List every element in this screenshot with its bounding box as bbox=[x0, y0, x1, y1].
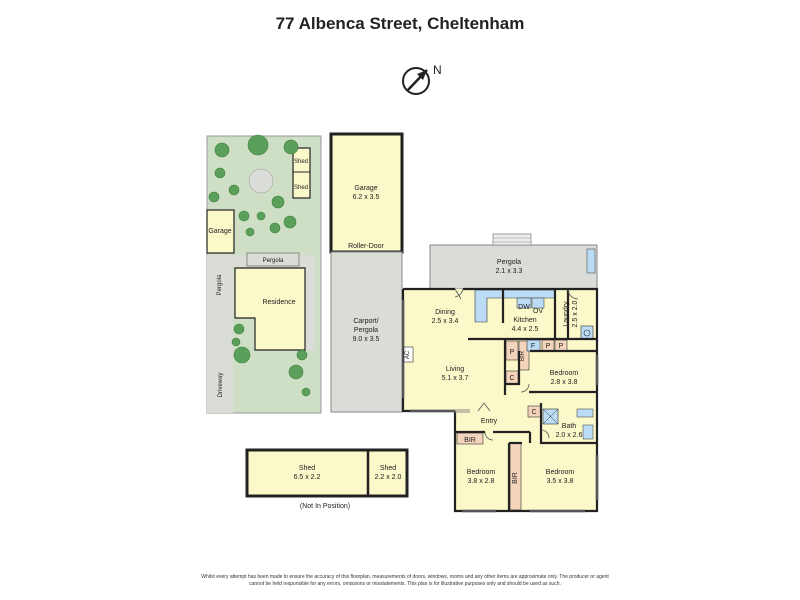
site-pergola bbox=[246, 252, 300, 267]
bir-sw-label: BIR bbox=[464, 437, 476, 444]
bedroom-east-label: Bedroom bbox=[550, 370, 579, 377]
ac-label: AC bbox=[405, 350, 411, 359]
carport bbox=[330, 251, 403, 413]
carport-label-2: Pergola bbox=[354, 327, 378, 334]
site-garage bbox=[206, 209, 235, 254]
laundry-size: 2.5 x 2.0 bbox=[572, 300, 579, 327]
site-plan: Garage Shed Shed Pergola Pergola Residen… bbox=[206, 134, 322, 414]
cupboard-2-label: C bbox=[531, 409, 536, 416]
site-shed-bottom-label: Shed bbox=[294, 185, 308, 191]
shed-large-size: 6.5 x 2.2 bbox=[294, 474, 321, 481]
carport-label-1: Carport/ bbox=[353, 318, 378, 325]
bedroom-se-label: Bedroom bbox=[546, 469, 575, 476]
ov-label: OV bbox=[533, 308, 543, 315]
kitchen-size: 4.4 x 2.5 bbox=[512, 326, 539, 333]
dishwasher bbox=[516, 297, 532, 309]
pergola bbox=[429, 244, 598, 290]
site-shed-top-label: Shed bbox=[294, 159, 308, 165]
dining-label: Dining bbox=[435, 309, 455, 316]
roller-door-label: Roller-Door bbox=[348, 243, 384, 250]
site-sheds bbox=[292, 147, 311, 199]
site-pergola-side-label: Pergola bbox=[217, 274, 223, 295]
not-in-position-label: (Not In Position) bbox=[300, 503, 350, 510]
shed-large-label: Shed bbox=[299, 465, 315, 472]
ac-unit bbox=[403, 346, 414, 363]
laundry-label: Laundry bbox=[563, 301, 570, 327]
pergola-steps bbox=[492, 233, 532, 246]
garage-label: Garage bbox=[354, 185, 377, 192]
site-driveway-label: Driveway bbox=[218, 373, 224, 398]
washing-machine bbox=[580, 325, 594, 340]
compass-icon: N bbox=[402, 63, 442, 95]
site-residence-label: Residence bbox=[262, 299, 295, 306]
site-garage-label: Garage bbox=[208, 228, 231, 235]
garage bbox=[329, 132, 404, 254]
bedroom-se-size: 3.5 x 3.8 bbox=[547, 478, 574, 485]
toilet bbox=[576, 408, 594, 418]
shed-small-size: 2.2 x 2.0 bbox=[375, 474, 402, 481]
shed-small-label: Shed bbox=[380, 465, 396, 472]
garage-size: 6.2 x 3.5 bbox=[353, 194, 380, 201]
pantry-1-label: P bbox=[510, 349, 515, 356]
bir-hall-label: BIR bbox=[520, 350, 526, 361]
bedroom-sw-size: 3.8 x 2.8 bbox=[468, 478, 495, 485]
cupboard-1-label: C bbox=[509, 375, 514, 382]
dw-label: DW bbox=[518, 304, 530, 311]
site-residence bbox=[234, 267, 306, 351]
pergola-label: Pergola bbox=[497, 259, 521, 266]
fridge-label: F bbox=[531, 343, 535, 350]
plan-title: 77 Albenca Street, Cheltenham bbox=[275, 14, 525, 33]
pantry-3-label: P bbox=[559, 343, 564, 350]
bath-label: Bath bbox=[562, 423, 577, 430]
bedroom-sw-label: Bedroom bbox=[467, 469, 496, 476]
laundry-trough bbox=[586, 248, 596, 274]
bedroom-east-size: 2.8 x 3.8 bbox=[551, 379, 578, 386]
kitchen-label: Kitchen bbox=[513, 317, 536, 324]
bir-se-label: BIR bbox=[512, 472, 519, 484]
site-trees bbox=[208, 134, 311, 397]
vanity bbox=[582, 424, 594, 440]
pergola-size: 2.1 x 3.3 bbox=[496, 268, 523, 275]
dining-size: 2.5 x 3.4 bbox=[432, 318, 459, 325]
entry-label: Entry bbox=[481, 418, 498, 425]
living-size: 5.1 x 3.7 bbox=[442, 375, 469, 382]
house: DW OV P BIR C F P P C BIR BIR bbox=[401, 248, 599, 513]
disclaimer: Whilst every attempt has been made to en… bbox=[201, 574, 609, 587]
carport-size: 9.0 x 3.5 bbox=[353, 336, 380, 343]
sheds bbox=[245, 448, 409, 498]
pantry-2-label: P bbox=[546, 343, 551, 350]
living-label: Living bbox=[446, 366, 464, 373]
bath-size: 2.0 x 2.6 bbox=[556, 432, 583, 439]
oven bbox=[531, 297, 545, 309]
compass-label: N bbox=[433, 63, 442, 77]
site-pergola-label: Pergola bbox=[263, 258, 284, 264]
